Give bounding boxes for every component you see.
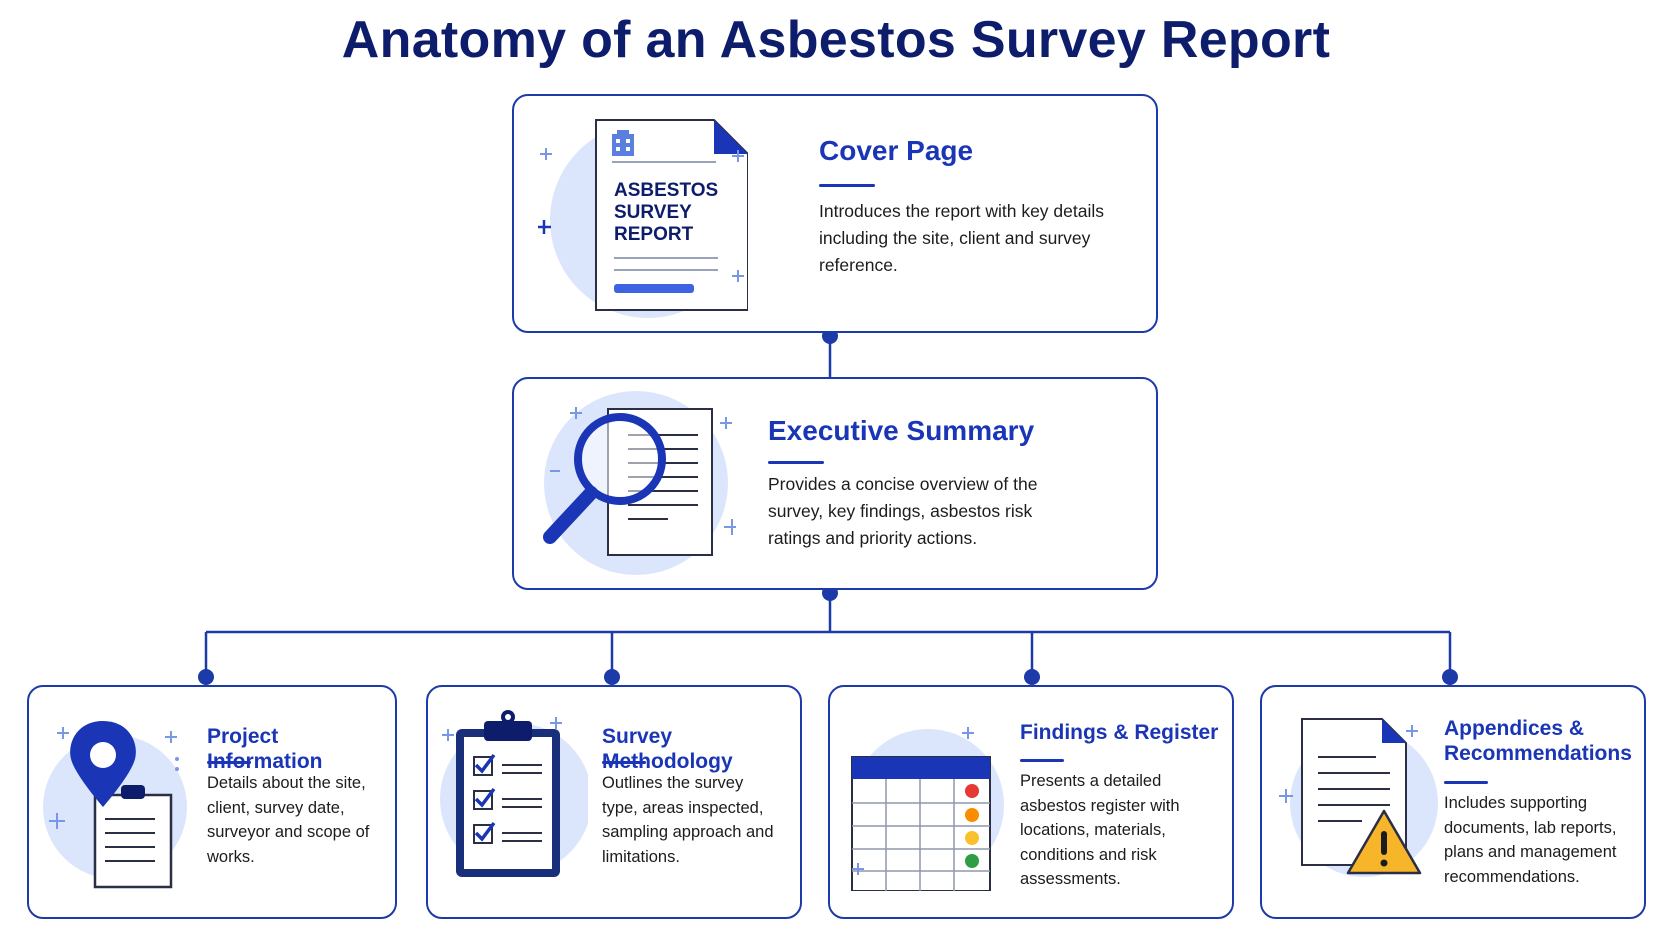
page-title: Anatomy of an Asbestos Survey Report bbox=[341, 11, 1331, 69]
section-heading: Cover Page bbox=[819, 135, 974, 166]
heading-line: Appendices & bbox=[1444, 717, 1585, 740]
section-description: Includes supporting documents, lab repor… bbox=[1444, 794, 1617, 886]
location-pin-clipboard-icon bbox=[43, 721, 187, 889]
doc-text-line: ASBESTOS bbox=[614, 180, 718, 201]
section-description: Presents a detailed asbestos register wi… bbox=[1020, 772, 1180, 888]
heading-underline bbox=[819, 184, 875, 187]
findings-register-card: Findings & Register Presents a detailed … bbox=[828, 685, 1234, 919]
heading-underline bbox=[1444, 781, 1488, 784]
connector-dot bbox=[198, 669, 214, 685]
cover-page-card: ASBESTOS SURVEY REPORT Cover Page Introd… bbox=[512, 94, 1158, 333]
appendices-recommendations-card: Appendices & Recommendations Includes su… bbox=[1260, 685, 1646, 919]
heading-underline bbox=[1020, 759, 1064, 762]
executive-summary-card: Executive Summary Provides a concise ove… bbox=[512, 377, 1158, 590]
heading-underline bbox=[768, 461, 824, 464]
document-warning-icon bbox=[1279, 718, 1438, 877]
section-heading: Executive Summary bbox=[768, 415, 1035, 446]
section-description: Details about the site, client, survey d… bbox=[207, 774, 370, 866]
doc-text-line: REPORT bbox=[614, 224, 694, 245]
connector-dot bbox=[1024, 669, 1040, 685]
section-heading: Findings & Register bbox=[1020, 721, 1219, 744]
project-information-card: Project Information Details about the si… bbox=[27, 685, 397, 919]
section-description: Provides a concise overview of the surve… bbox=[768, 474, 1038, 548]
register-table-icon bbox=[851, 727, 1004, 891]
heading-underline bbox=[207, 761, 251, 764]
cover-document-icon: ASBESTOS SURVEY REPORT bbox=[538, 119, 748, 318]
section-heading: Appendices & Recommendations bbox=[1444, 717, 1632, 767]
magnifying-glass-document-icon bbox=[543, 391, 736, 575]
survey-methodology-card: Survey Methodology Outlines the survey t… bbox=[426, 685, 802, 919]
checklist-clipboard-icon bbox=[440, 710, 588, 877]
connector-dot bbox=[1442, 669, 1458, 685]
connector-dot bbox=[604, 669, 620, 685]
heading-underline bbox=[602, 761, 646, 764]
section-description: Outlines the survey type, areas inspecte… bbox=[602, 774, 774, 866]
section-heading: Survey Methodology bbox=[602, 725, 733, 773]
section-heading: Project Information bbox=[207, 725, 323, 773]
heading-line: Recommendations bbox=[1444, 741, 1632, 765]
doc-text-line: SURVEY bbox=[614, 202, 692, 223]
section-description: Introduces the report with key details i… bbox=[819, 201, 1105, 275]
